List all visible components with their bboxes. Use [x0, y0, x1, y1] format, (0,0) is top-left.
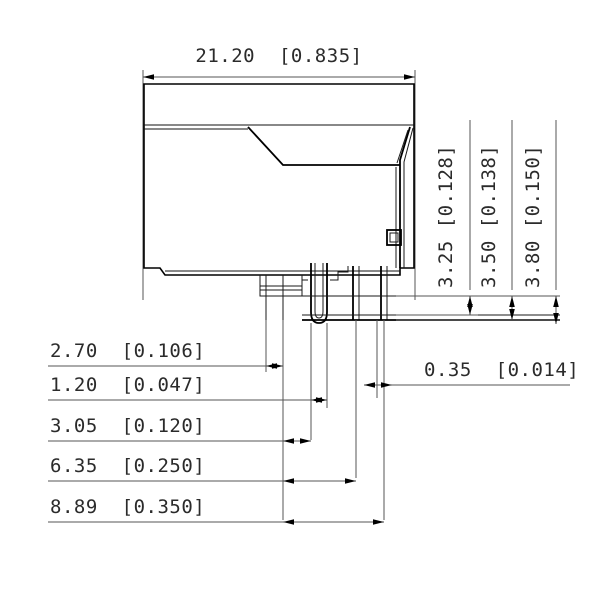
dimension-label-0-35: 0.35 [0.014]	[424, 359, 579, 381]
dimension-label-top: 21.20 [0.835]	[195, 45, 362, 67]
dimension-label-6-35: 6.35 [0.250]	[50, 455, 205, 477]
u-shaped-contact-pin-outer	[310, 263, 328, 324]
dimension-8-89: 8.89 [0.350]	[48, 496, 384, 525]
dimension-left-stack-group: 2.70 [0.106] 1.20 [0.047] 3.05 [0.120] 6…	[48, 320, 385, 525]
internal-chamfer-right-inner	[403, 127, 414, 268]
connector-housing-body	[143, 83, 415, 276]
dimension-3-80: 3.80 [0.150]	[522, 120, 559, 324]
internal-chamfer-left	[247, 126, 400, 166]
latch-window-square-inner	[389, 232, 399, 243]
latch-window-square-outer	[386, 229, 402, 246]
dimension-label-3-25: 3.25 [0.128]	[435, 145, 457, 288]
housing-outer-shell	[143, 83, 415, 276]
dimension-1-20: 1.20 [0.047]	[48, 374, 327, 403]
dimension-label-8-89: 8.89 [0.350]	[50, 496, 205, 518]
dimension-2-70: 2.70 [0.106]	[48, 340, 283, 369]
dimension-label-3-05: 3.05 [0.120]	[50, 415, 205, 437]
internal-chamfer-right-inner2	[396, 129, 409, 164]
dimension-label-2-70: 2.70 [0.106]	[50, 340, 205, 362]
dimension-label-1-20: 1.20 [0.047]	[50, 374, 205, 396]
pin-shoulder-right	[330, 266, 349, 281]
dimension-0-35: 0.35 [0.014]	[364, 320, 579, 398]
dimension-3-50: 3.50 [0.138]	[478, 120, 515, 320]
internal-chamfer-right	[399, 126, 411, 268]
lower-pin-assembly	[259, 263, 560, 324]
pin-shoulder-left	[301, 275, 308, 281]
dimension-3-25: 3.25 [0.128]	[435, 120, 473, 315]
dimension-label-3-80: 3.80 [0.150]	[522, 145, 544, 288]
u-shaped-contact-pin-inner	[314, 263, 324, 319]
dimension-vertical-group: 3.25 [0.128] 3.50 [0.138] 3.80 [0.150]	[396, 120, 560, 324]
dimension-6-35: 6.35 [0.250]	[48, 455, 356, 484]
dimension-top-overall-width: 21.20 [0.835]	[142, 45, 416, 300]
dimension-label-3-50: 3.50 [0.138]	[478, 145, 500, 288]
dimension-3-05: 3.05 [0.120]	[48, 415, 311, 444]
